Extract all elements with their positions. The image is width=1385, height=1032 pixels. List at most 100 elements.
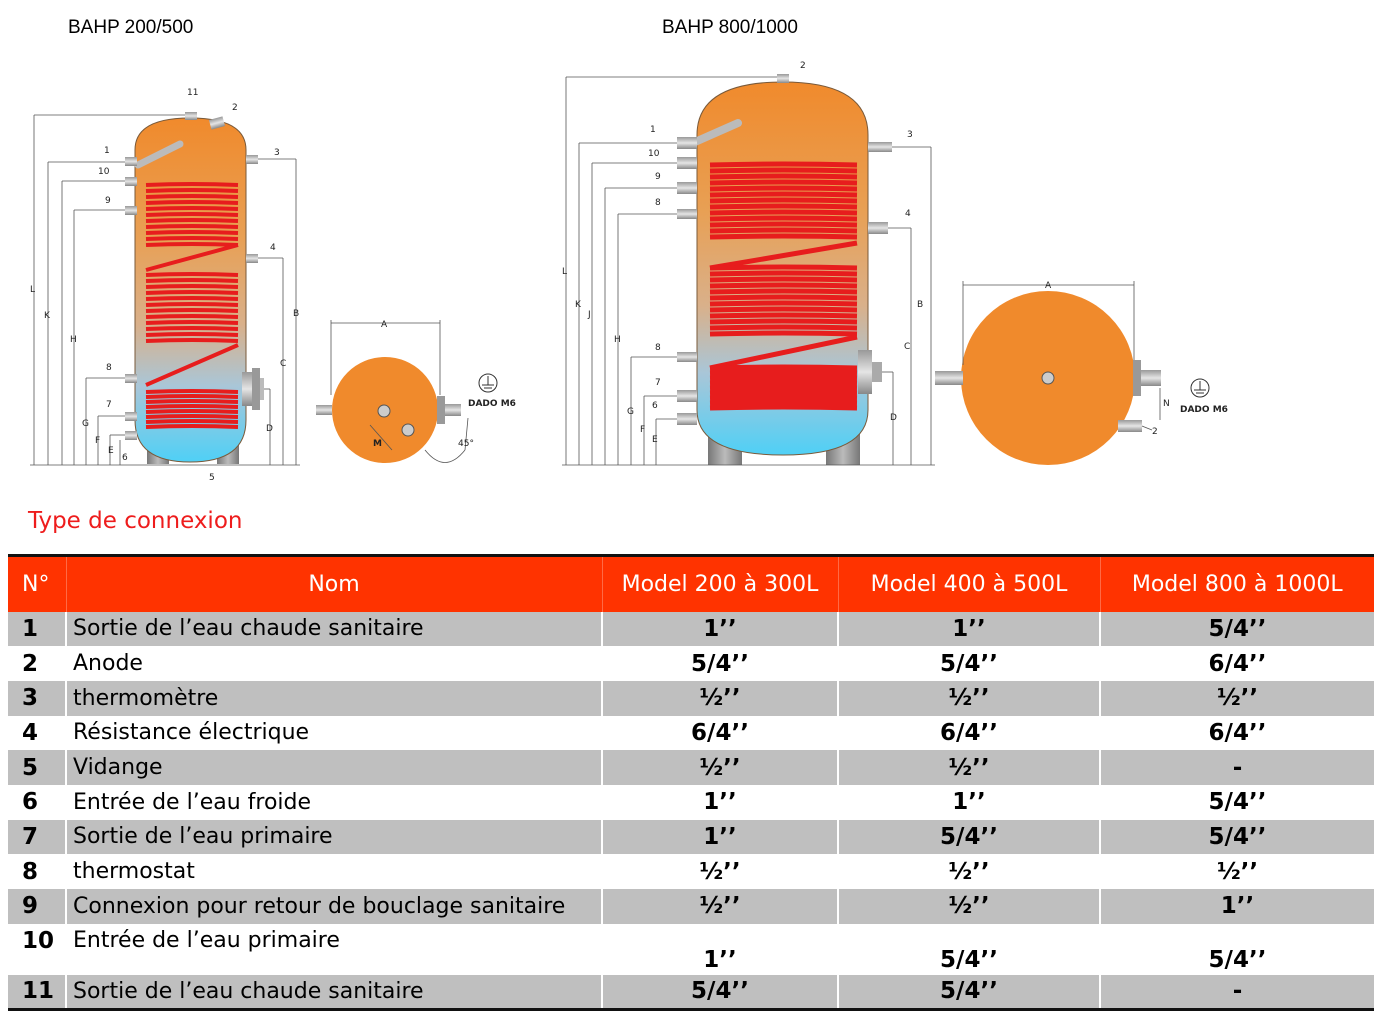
row-number: 1 [8,611,66,647]
svg-text:6: 6 [122,453,128,463]
row-model-1: 1’’ [601,784,838,820]
svg-text:2: 2 [232,103,238,113]
svg-text:D: D [890,413,897,423]
connection-table: N° Nom Model 200 à 300L Model 400 à 500L… [8,554,1374,1011]
svg-text:D: D [266,424,273,434]
row-model-2: ½’’ [837,680,1100,716]
section-title: Type de connexion [28,508,243,534]
row-model-3: - [1099,750,1374,785]
svg-text:F: F [640,425,645,435]
row-model-1: 1’’ [601,923,838,975]
svg-text:E: E [652,435,658,445]
row-model-3: ½’’ [1099,680,1374,716]
svg-text:M: M [373,439,382,449]
row-name: Sortie de l’eau chaude sanitaire [65,611,602,647]
row-number: 8 [22,858,39,885]
row-model-3: 5/4’’ [1099,923,1374,975]
row-number: 10 [22,927,55,954]
row-model-1: ½’’ [601,889,838,924]
row-model-2: ½’’ [837,889,1100,924]
svg-text:7: 7 [655,378,661,388]
svg-text:8: 8 [655,343,661,353]
row-model-3: ½’’ [1099,854,1374,889]
right-tank: 2 1 10 9 8 8 7 6 3 4 L K J H G F E B C D [562,61,935,466]
row-model-2: ½’’ [837,750,1100,785]
svg-text:J: J [587,310,591,320]
row-name: Vidange [65,750,602,785]
row-model-3: 6/4’’ [1099,646,1374,681]
row-name: Sortie de l’eau chaude sanitaire [65,974,602,1010]
header-name: Nom [65,555,602,612]
svg-text:9: 9 [105,196,111,206]
row-model-3: 1’’ [1099,889,1374,924]
left-top-view: A M DADO M6 45° [316,320,516,463]
model-label-right: BAHP 800/1000 [662,17,798,38]
row-model-2: 5/4’’ [837,923,1100,975]
row-model-1: ½’’ [601,680,838,716]
row-model-3: 6/4’’ [1099,715,1374,751]
svg-text:45°: 45° [458,439,474,449]
row-model-3: 5/4’’ [1099,784,1374,820]
tank-diagrams: 11 2 1 10 9 8 7 6 5 3 4 L K H G F E B C … [30,61,1228,483]
svg-text:L: L [562,267,567,277]
svg-text:N: N [1163,399,1170,409]
row-name: Résistance électrique [65,715,602,751]
row-model-1: 5/4’’ [601,646,838,681]
row-model-2: 6/4’’ [837,715,1100,751]
svg-text:1: 1 [104,146,110,156]
svg-text:C: C [280,359,286,369]
svg-text:B: B [917,300,923,310]
row-model-1: 6/4’’ [601,715,838,751]
svg-text:6: 6 [652,401,658,411]
table-header-row: N° Nom Model 200 à 300L Model 400 à 500L… [8,555,1374,612]
svg-text:K: K [44,311,51,321]
row-number: 9 [8,889,66,924]
row-number: 11 [8,974,66,1010]
svg-text:11: 11 [187,88,198,98]
svg-text:K: K [575,300,582,310]
svg-text:G: G [627,407,634,417]
svg-text:A: A [1045,281,1052,291]
header-model-2: Model 400 à 500L [837,555,1100,612]
header-model-1: Model 200 à 300L [601,555,838,612]
row-model-2: 1’’ [837,611,1100,647]
svg-text:4: 4 [270,243,276,253]
model-label-left: BAHP 200/500 [68,17,194,38]
row-name: thermostat [65,854,602,889]
row-model-2: 5/4’’ [837,646,1100,681]
svg-text:A: A [381,320,388,330]
left-tank: 11 2 1 10 9 8 7 6 5 3 4 L K H G F E B C … [30,88,300,483]
row-name: Entrée de l’eau froide [65,784,602,820]
row-model-1: ½’’ [601,854,838,889]
svg-text:10: 10 [98,167,110,177]
row-name: Anode [65,646,602,681]
svg-text:5: 5 [209,473,215,483]
svg-text:10: 10 [648,149,660,159]
svg-text:F: F [95,436,100,446]
row-name: Sortie de l’eau primaire [65,819,602,855]
row-model-2: 1’’ [837,784,1100,820]
right-top-view: A N 2 DADO M6 [935,281,1228,465]
svg-text:4: 4 [905,209,911,219]
svg-text:3: 3 [907,130,913,140]
row-model-3: 5/4’’ [1099,819,1374,855]
row-number: 5 [8,750,66,785]
row-model-2: ½’’ [837,854,1100,889]
svg-text:L: L [30,285,35,295]
row-model-1: 5/4’’ [601,974,838,1010]
row-number: 7 [8,819,66,855]
row-model-1: ½’’ [601,750,838,785]
row-model-1: 1’’ [601,819,838,855]
row-number: 2 [22,650,39,677]
header-model-3: Model 800 à 1000L [1099,555,1374,612]
svg-text:8: 8 [655,198,661,208]
